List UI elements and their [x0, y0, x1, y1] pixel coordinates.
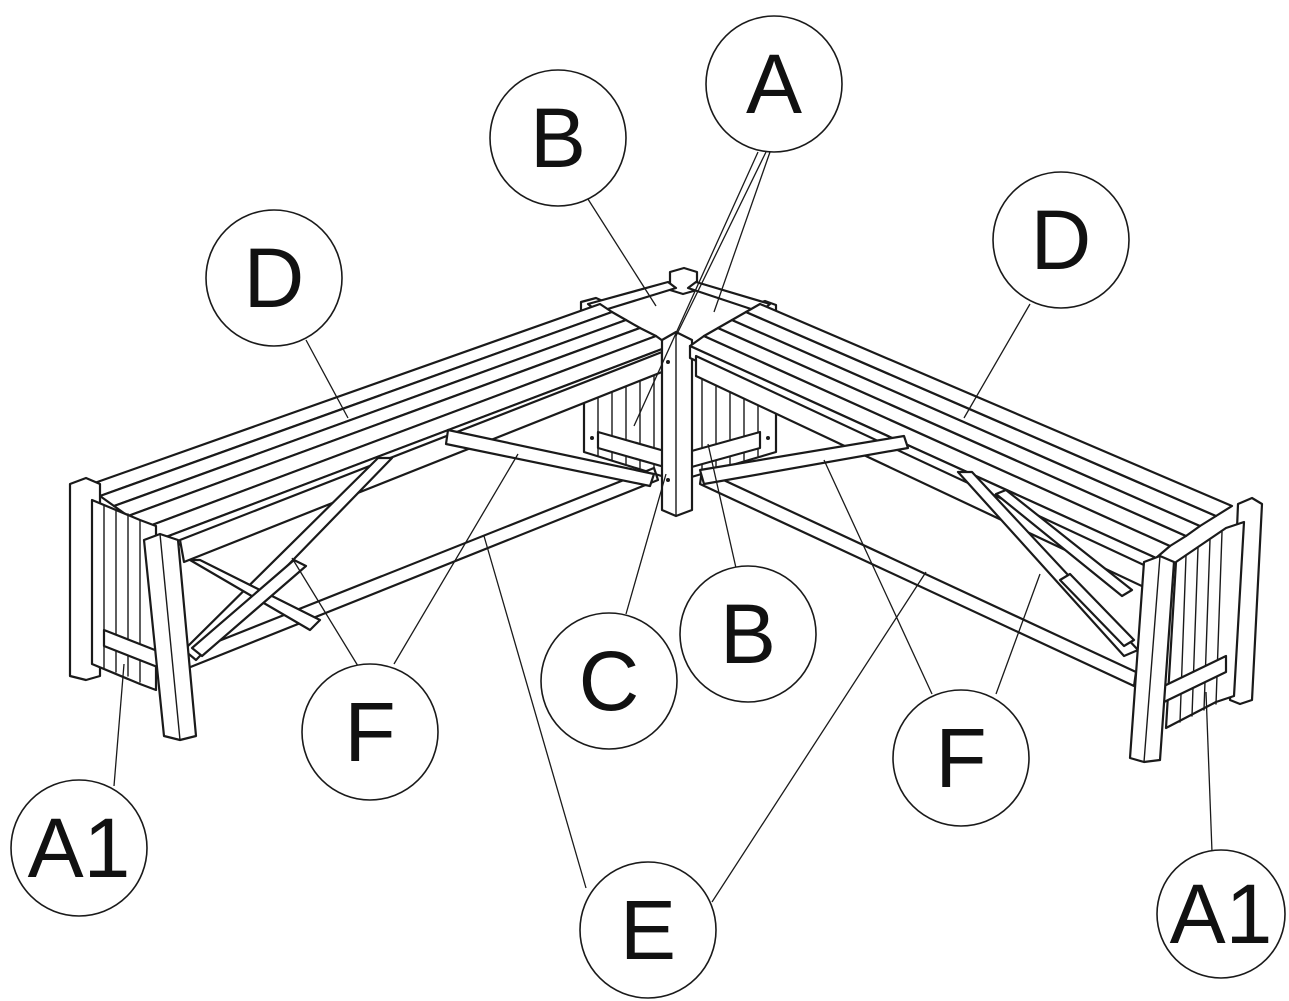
callout-c: C	[540, 612, 678, 750]
svg-text:E: E	[620, 883, 676, 977]
svg-text:D: D	[244, 231, 305, 325]
callout-d-right: D	[992, 171, 1130, 309]
svg-text:A1: A1	[28, 801, 131, 895]
callout-b-top: B	[489, 69, 627, 207]
right-end-frame	[1128, 496, 1264, 764]
svg-text:B: B	[720, 587, 776, 681]
svg-text:D: D	[1031, 193, 1092, 287]
right-bench-rear-rails	[686, 280, 772, 314]
svg-text:F: F	[935, 711, 986, 805]
right-diagonal-braces	[698, 434, 1140, 658]
callout-d-left: D	[205, 209, 343, 347]
svg-text:C: C	[579, 634, 640, 728]
callout-b-bottom: B	[679, 565, 817, 703]
svg-text:A1: A1	[1170, 867, 1273, 961]
right-lower-stretcher	[698, 468, 1138, 688]
leader-lines	[113, 151, 1213, 903]
bench-drawing	[68, 266, 1264, 764]
callout-a1-right: A1	[1156, 849, 1286, 979]
callout-f-left: F	[301, 663, 439, 801]
callout-a: A	[705, 15, 843, 153]
svg-text:A: A	[746, 37, 802, 131]
svg-text:B: B	[530, 91, 586, 185]
left-end-frame	[68, 476, 198, 742]
callout-a1-left: A1	[10, 779, 148, 917]
callout-e: E	[579, 861, 717, 999]
callout-f-right: F	[892, 689, 1030, 827]
left-diagonal-braces	[182, 428, 656, 662]
svg-text:F: F	[344, 685, 395, 779]
left-seat-slats	[84, 302, 672, 554]
